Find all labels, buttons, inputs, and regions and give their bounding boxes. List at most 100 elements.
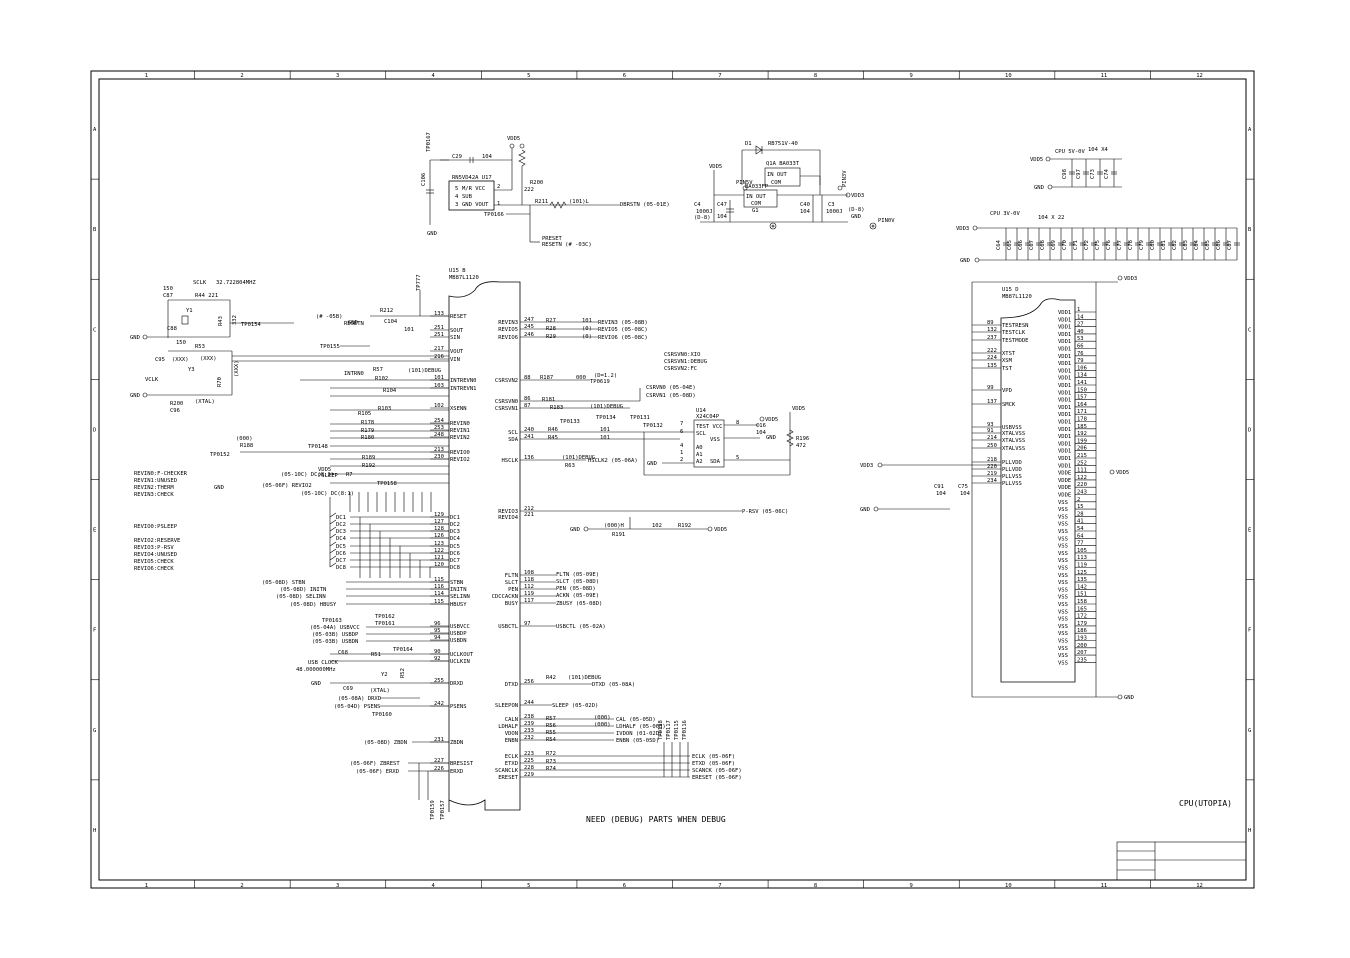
col-label-top: 5 xyxy=(527,73,530,79)
u15b-left-pin-name: INTREVN1 xyxy=(450,386,477,392)
csrvn0-label: CSRVN0 (05-04E) xyxy=(646,385,696,391)
u15d-left-pin-num: 234 xyxy=(987,478,998,484)
u14-num-2: 2 xyxy=(680,457,683,463)
c96-label: C96 xyxy=(170,408,180,414)
xtal-usb: (XTAL) xyxy=(370,688,390,694)
right-circuitry: R27 101 R28 (0) R29 (0) REVIN3 (05-08B) … xyxy=(520,318,809,781)
u15b-left-pin-num: 92 xyxy=(434,656,441,662)
u15b-right-pin-name: ETXD xyxy=(505,761,518,767)
u14-testvcc: TEST VCC xyxy=(696,424,723,430)
c69-label: C69 xyxy=(343,686,353,692)
u15b-right-pin-num: 212 xyxy=(524,506,534,512)
cal-label: CAL (05-05D) xyxy=(616,717,656,723)
decoupling-cap-label: C80 xyxy=(1150,240,1156,250)
u15d-left-pin-num: 99 xyxy=(987,385,994,391)
row-label-left: E xyxy=(93,528,96,534)
u15d-left-pin-name: TESTMODE xyxy=(1002,338,1029,344)
vdd5-terminal xyxy=(509,143,515,149)
decoupling-cap-label: C97 xyxy=(1076,169,1082,179)
u14-gnd-2: GND xyxy=(647,461,657,467)
u15b-left-pin-name: HBUSY xyxy=(450,602,467,608)
y1-label: Y1 xyxy=(186,308,193,314)
r44-label: R44 221 xyxy=(195,293,218,299)
cpu5v-label: CPU 5V-0V xyxy=(1055,149,1085,155)
u14-num-6: 6 xyxy=(680,429,683,435)
row-label-right: B xyxy=(1248,227,1252,233)
q1b-label: BA033FP xyxy=(745,184,769,190)
csrsv-note-1: CSRSVN1:DEBUG xyxy=(664,359,707,365)
u15d-right-pin-name: VSS xyxy=(1058,639,1068,645)
u15d-right-pin-num: 252 xyxy=(1077,460,1087,466)
u15b-right-pin-name: SCL xyxy=(508,430,519,436)
u15d-left-pin-num: 132 xyxy=(987,327,997,333)
u15b-right-pin-name: REVIO3 xyxy=(498,509,518,515)
row-label-right: H xyxy=(1248,828,1251,834)
tp-note: (D=1.2) xyxy=(594,373,617,379)
gnd-usb: GND xyxy=(311,681,321,687)
u15d-left-pin-num: 220 xyxy=(987,464,997,470)
decoupling-cap-label: C66 xyxy=(1018,240,1024,250)
u15d-left-pin-num: 135 xyxy=(987,363,997,369)
u15b-right-pin-name: VDON xyxy=(505,731,518,737)
tp0167-label: TP0167 xyxy=(426,132,432,152)
usb-clock-label: USB CLOCK xyxy=(308,660,338,666)
col-label-bottom: 2 xyxy=(240,883,243,889)
u15d-right-pin-num: 40 xyxy=(1077,329,1084,335)
u15d-right-pin-num: 64 xyxy=(1077,533,1084,539)
dc-bus-label: (05-10C) DC(8:1) xyxy=(281,472,334,478)
u15d-right-pin-num: 142 xyxy=(1077,584,1087,590)
col-label-top: 10 xyxy=(1005,73,1012,79)
usbdn-label: (05-03B) USBDN xyxy=(312,639,358,645)
r211-label: R211 xyxy=(535,199,548,205)
tp-right-label: TP0117 xyxy=(666,720,672,740)
u15d-right-pin-num: 220 xyxy=(1077,482,1087,488)
u15d-right-pin-num: 15 xyxy=(1077,504,1084,510)
u14-num-5: 5 xyxy=(736,455,739,461)
revin-note: REVIN2:THERM xyxy=(134,485,174,491)
u15b-left-pin-num: 251 xyxy=(434,325,444,331)
u15b-left-pin-num: 103 xyxy=(434,383,444,389)
u15b-left-pin-num: 248 xyxy=(434,432,444,438)
r27-value: 101 xyxy=(582,318,592,324)
u15d-right-pin-name: VDD1 xyxy=(1058,354,1071,360)
u15d-right-pin-name: VDD1 xyxy=(1058,427,1071,433)
col-label-bottom: 1 xyxy=(145,883,148,889)
dc-line-label: DC6 xyxy=(336,551,346,557)
pin5v-label: PIN5V xyxy=(736,180,753,186)
dec3-gnd: GND xyxy=(960,258,970,264)
u15d-right-pin-num: 185 xyxy=(1077,424,1087,430)
gnd-revio: GND xyxy=(214,485,224,491)
tp0148-label: TP0148 xyxy=(308,444,328,450)
col-label-bottom: 7 xyxy=(718,883,721,889)
decoupling-cap-label: C82 xyxy=(1172,240,1178,250)
col-label-bottom: 9 xyxy=(909,883,912,889)
u15d-right-pin-num: 119 xyxy=(1077,563,1087,569)
u15b-right-pin-num: 233 xyxy=(524,728,534,734)
col-label-bottom: 4 xyxy=(432,883,436,889)
u15b-right-pin-num: 223 xyxy=(524,751,534,757)
col-label-bottom: 8 xyxy=(814,883,817,889)
usbvcc-label: (05-04A) USBVCC xyxy=(310,625,360,631)
u15d-right-pin-name: VDD1 xyxy=(1058,317,1071,323)
q1a-body xyxy=(764,167,801,187)
r196-label: R196 xyxy=(796,436,809,442)
r51-label: R51 xyxy=(371,652,381,658)
scanck-label: SCANCK (05-06F) xyxy=(692,768,742,774)
r183-value: (101)DEBUG xyxy=(590,404,623,410)
decoupling-cap-label: C69 xyxy=(1051,240,1057,250)
col-label-top: 1 xyxy=(145,73,148,79)
u15d-right-pin-name: VSS xyxy=(1058,595,1068,601)
u15b-left-pin-num: 128 xyxy=(434,526,444,532)
u15d-right-pin-num: 179 xyxy=(1077,621,1087,627)
r181-label: R181 xyxy=(542,397,555,403)
u17-body xyxy=(448,180,495,211)
u15d-right-pin-num: 157 xyxy=(1077,395,1087,401)
row-label-left: F xyxy=(93,628,96,634)
r45-label: R45 xyxy=(548,435,558,441)
u15b-right-pin-num: 221 xyxy=(524,512,534,518)
tp0161-label: TP0161 xyxy=(375,621,395,627)
c4-label: C4 xyxy=(694,202,701,208)
q1b-g1: G1 xyxy=(752,208,759,214)
